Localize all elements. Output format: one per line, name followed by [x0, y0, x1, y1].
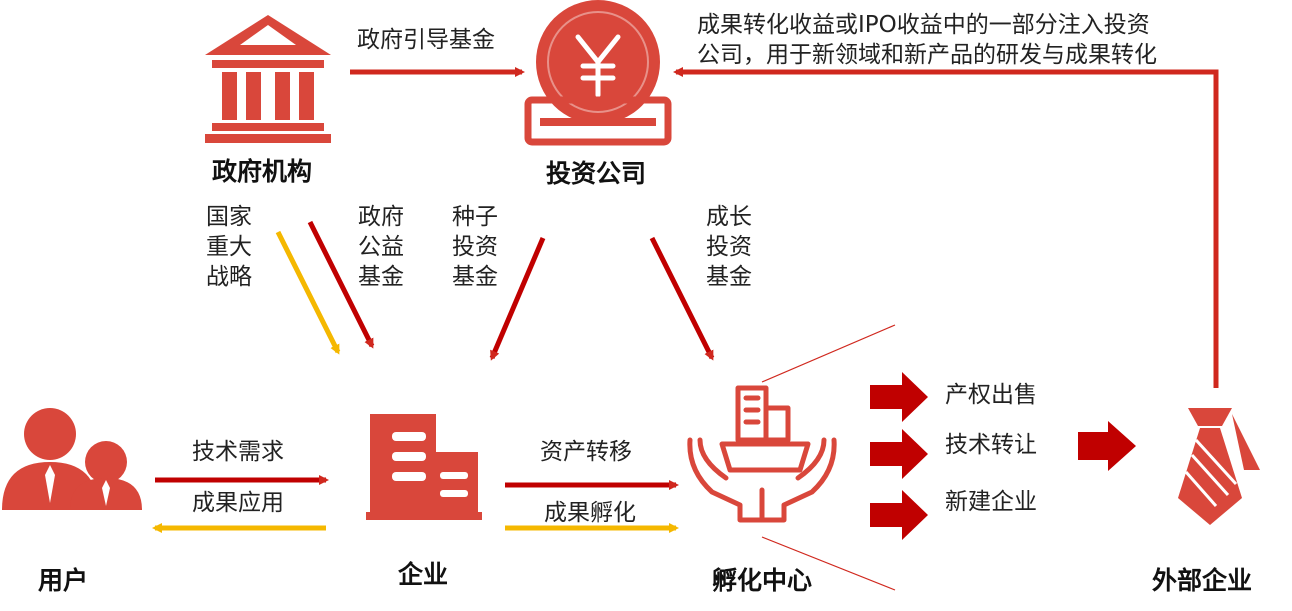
gov-public-fund-arrow [307, 220, 375, 349]
node-external: 外部企业 [1152, 566, 1253, 595]
label-asset-transfer: 资产转移 [540, 439, 632, 465]
growth-fund-arrow [649, 236, 715, 361]
label-national-strategy: 国家重大战略 [206, 204, 252, 290]
label-gov-guide-fund: 政府引导基金 [357, 27, 495, 53]
yuan-coin-icon [524, 0, 672, 146]
label-tech-demand: 技术需求 [192, 439, 284, 465]
hands-building-icon [687, 385, 837, 523]
national-strategy-arrow [275, 230, 341, 355]
label-result-apply: 成果应用 [192, 490, 284, 516]
users-icon [2, 408, 142, 510]
funnel-line-top [761, 324, 896, 383]
feedback-arrow [673, 67, 1219, 388]
outcome-3: 新建企业 [945, 489, 1037, 515]
outcome-1: 产权出售 [945, 382, 1037, 408]
node-incubator: 孵化中心 [712, 566, 813, 595]
label-result-incubate: 成果孵化 [544, 500, 636, 526]
label-feedback-line1: 成果转化收益或IPO收益中的一部分注入投资 [697, 12, 1150, 38]
office-building-icon [366, 414, 482, 520]
outcome-arrow-2 [870, 429, 928, 479]
node-investment: 投资公司 [546, 159, 647, 188]
node-user: 用户 [38, 566, 89, 595]
label-feedback-line2: 公司，用于新领域和新产品的研发与成果转化 [697, 42, 1157, 68]
outcome-arrow-1 [870, 372, 928, 422]
to-external-arrow [1078, 421, 1136, 471]
funnel-line-bottom [761, 536, 896, 591]
label-gov-public-fund: 政府公益基金 [358, 204, 404, 290]
outcome-arrow-3 [870, 490, 928, 540]
seed-fund-arrow [489, 237, 546, 361]
label-growth-fund: 成长投资基金 [706, 204, 752, 290]
label-seed-fund: 种子投资基金 [452, 204, 498, 290]
outcome-2: 技术转让 [945, 432, 1037, 458]
bank-building-icon [205, 15, 331, 143]
tie-icon [1178, 408, 1260, 525]
node-enterprise: 企业 [398, 560, 449, 589]
node-government: 政府机构 [212, 157, 313, 186]
